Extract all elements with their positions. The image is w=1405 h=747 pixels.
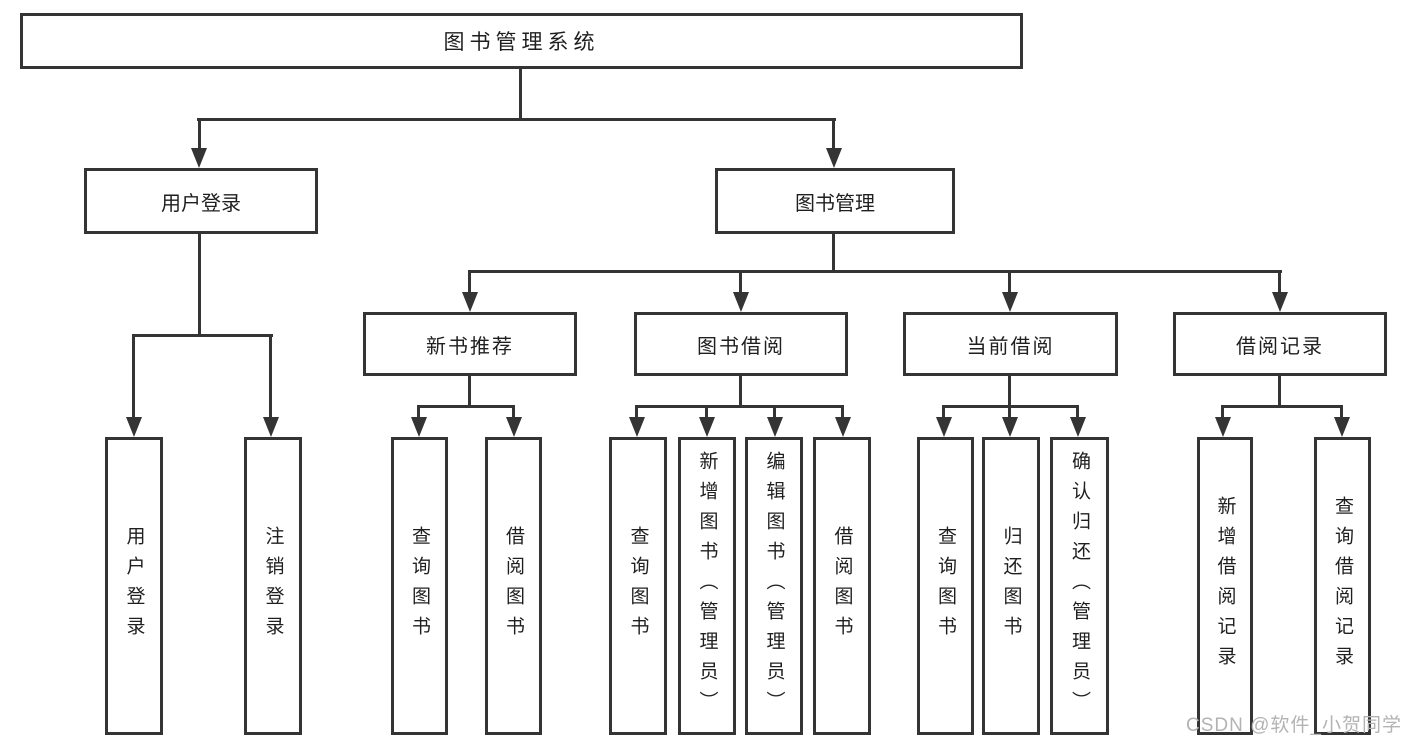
connector-drop-book-management	[832, 118, 835, 151]
node-book-management: 图书管理	[715, 168, 955, 234]
connector-level3-hline	[468, 270, 1282, 273]
leaf-borrow-books: 借阅图书	[813, 437, 871, 735]
connector-group3-hline	[635, 405, 844, 408]
arrowhead-down-icon	[835, 417, 851, 437]
arrowhead-down-icon	[733, 292, 749, 312]
connector-drop-leaf	[1076, 405, 1079, 419]
arrowhead-down-icon	[826, 148, 842, 168]
connector-new-book-stem	[468, 373, 471, 408]
node-current-borrowing: 当前借阅	[903, 312, 1118, 376]
connector-group5-hline	[1221, 405, 1343, 408]
arrowhead-down-icon	[506, 417, 522, 437]
arrowhead-down-icon	[629, 417, 645, 437]
leaf-return-books: 归还图书	[982, 437, 1040, 735]
node-user-login: 用户登录	[84, 168, 318, 234]
connector-current-borrow-stem	[1008, 373, 1011, 408]
arrowhead-down-icon	[1272, 292, 1288, 312]
csdn-watermark: CSDN @软件_小贺同学	[1186, 715, 1402, 736]
arrowhead-down-icon	[767, 417, 783, 437]
connector-drop-leaf	[942, 405, 945, 419]
leaf-user-login: 用户登录	[105, 437, 163, 735]
node-book-borrowing: 图书借阅	[634, 312, 848, 376]
leaf-query-books: 查询图书	[391, 437, 448, 735]
connector-drop-borrow-records	[1278, 270, 1281, 295]
connector-drop-leaf	[1340, 405, 1343, 419]
connector-user-login-hline	[132, 334, 273, 337]
leaf-query-books: 查询图书	[609, 437, 667, 735]
connector-drop-leaf	[773, 405, 776, 419]
leaf-add-books-admin: 新增图书（管理员）	[678, 437, 736, 735]
connector-user-login-stem	[198, 231, 201, 337]
connector-drop-login-leaf	[132, 334, 135, 419]
connector-drop-logout-leaf	[269, 334, 272, 419]
node-borrow-records: 借阅记录	[1173, 312, 1387, 376]
connector-drop-leaf	[635, 405, 638, 419]
connector-level1-hline	[197, 118, 836, 121]
leaf-query-borrow-record: 查询借阅记录	[1314, 437, 1371, 735]
connector-drop-leaf	[705, 405, 708, 419]
arrowhead-down-icon	[263, 417, 279, 437]
node-library-management-system: 图书管理系统	[20, 13, 1023, 69]
connector-drop-user-login	[198, 118, 201, 151]
arrowhead-down-icon	[411, 417, 427, 437]
node-new-book-recommend: 新书推荐	[363, 312, 577, 376]
connector-drop-leaf	[1008, 405, 1011, 419]
connector-drop-leaf	[417, 405, 420, 419]
leaf-edit-books-admin: 编辑图书（管理员）	[745, 437, 803, 735]
connector-group2-hline	[417, 405, 515, 408]
leaf-logout: 注销登录	[244, 437, 302, 735]
connector-book-borrow-stem	[739, 373, 742, 408]
leaf-add-borrow-record: 新增借阅记录	[1197, 437, 1253, 735]
arrowhead-down-icon	[1215, 417, 1231, 437]
arrowhead-down-icon	[1070, 417, 1086, 437]
arrowhead-down-icon	[1002, 417, 1018, 437]
connector-drop-book-borrow	[739, 270, 742, 295]
connector-drop-leaf	[841, 405, 844, 419]
arrowhead-down-icon	[1002, 292, 1018, 312]
connector-drop-current-borrow	[1008, 270, 1011, 295]
arrowhead-down-icon	[191, 148, 207, 168]
leaf-confirm-return-admin: 确认归还（管理员）	[1050, 437, 1109, 735]
arrowhead-down-icon	[462, 292, 478, 312]
connector-drop-leaf	[1221, 405, 1224, 419]
arrowhead-down-icon	[1334, 417, 1350, 437]
connector-root-stem	[519, 66, 522, 121]
leaf-query-books: 查询图书	[917, 437, 974, 735]
connector-borrow-records-stem	[1278, 373, 1281, 408]
connector-drop-leaf	[512, 405, 515, 419]
leaf-borrow-books: 借阅图书	[485, 437, 542, 735]
connector-drop-new-book	[468, 270, 471, 295]
connector-book-management-stem	[832, 231, 835, 273]
arrowhead-down-icon	[699, 417, 715, 437]
arrowhead-down-icon	[126, 417, 142, 437]
arrowhead-down-icon	[936, 417, 952, 437]
